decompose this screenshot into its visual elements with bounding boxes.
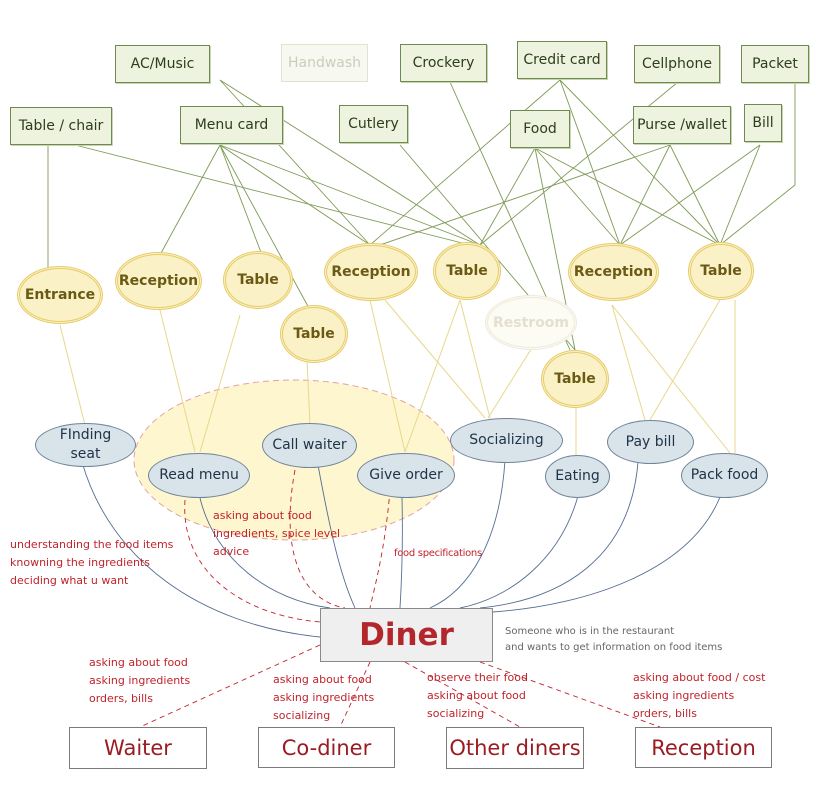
note-line: socializing [427, 707, 485, 720]
place-reception-3: Reception [568, 243, 659, 301]
note-line: orders, bills [89, 692, 153, 705]
note-food-specifications: food specifications [394, 548, 482, 559]
person-waiter: Waiter [69, 727, 207, 769]
activity-read-menu: Read menu [148, 453, 250, 498]
activity-give-order: Give order [357, 453, 455, 498]
object-menu-card: Menu card [180, 106, 283, 144]
note-line: asking ingredients [89, 674, 191, 687]
note-line: asking ingredients [633, 689, 735, 702]
note-line: observe their food [427, 671, 528, 684]
activity-socializing: Socializing [450, 418, 563, 463]
note-understanding: understanding the food items knowning th… [10, 536, 173, 590]
interaction-links [139, 469, 661, 728]
note-menu-questions: asking about food ingredients, spice lev… [213, 507, 340, 561]
object-handwash: Handwash [281, 44, 368, 82]
note-line: asking about food / cost [633, 671, 766, 684]
object-food: Food [510, 110, 570, 148]
activity-pack-food: Pack food [681, 453, 768, 498]
note-line: deciding what u want [10, 574, 129, 587]
object-purse-wallet: Purse /wallet [633, 106, 731, 144]
object-crockery: Crockery [400, 44, 487, 82]
note-other-diners: observe their food asking about food soc… [427, 669, 528, 723]
object-bill: Bill [744, 104, 782, 142]
place-entrance: Entrance [17, 266, 103, 324]
object-place-links [47, 79, 796, 351]
object-cutlery: Cutlery [339, 105, 408, 143]
note-reception: asking about food / cost asking ingredie… [633, 669, 765, 723]
object-credit-card: Credit card [517, 41, 607, 79]
diner-box: Diner [320, 608, 493, 662]
place-activity-links [59, 299, 736, 455]
note-line: advice [213, 545, 250, 558]
object-ac-music: AC/Music [115, 45, 210, 83]
activity-eating: Eating [545, 455, 610, 498]
person-other-diners: Other diners [446, 727, 584, 769]
place-table-1: Table [223, 251, 293, 309]
note-line: ingredients, spice level [213, 527, 341, 540]
note-co-diner: asking about food asking ingredients soc… [273, 671, 374, 725]
place-reception-2: Reception [324, 243, 418, 301]
person-reception: Reception [635, 727, 772, 768]
note-line: orders, bills [633, 707, 697, 720]
place-table-5: Table [541, 350, 609, 408]
diner-description-line: Someone who is in the restaurant [505, 626, 675, 637]
note-line: asking ingredients [273, 691, 375, 704]
note-line: socializing [273, 709, 331, 722]
object-packet: Packet [741, 45, 809, 83]
note-waiter: asking about food asking ingredients ord… [89, 654, 190, 708]
place-reception-1: Reception [115, 252, 202, 310]
object-table-chair: Table / chair [10, 107, 112, 145]
note-line: asking about food [213, 509, 312, 522]
note-line: asking about food [427, 689, 526, 702]
note-line: asking about food [273, 673, 372, 686]
object-cellphone: Cellphone [634, 45, 720, 83]
person-co-diner: Co-diner [258, 727, 395, 768]
activity-pay-bill: Pay bill [607, 420, 694, 464]
activity-diner-links [81, 459, 721, 638]
place-table-2: Table [433, 242, 501, 300]
note-line: asking about food [89, 656, 188, 669]
diner-description-line: and wants to get information on food ite… [505, 642, 723, 653]
activity-finding-seat: FInding seat [35, 423, 136, 467]
place-table-4: Table [280, 305, 348, 363]
note-line: understanding the food items [10, 538, 174, 551]
note-line: knowning the ingredients [10, 556, 150, 569]
place-restroom: Restroom [485, 295, 577, 350]
place-table-3: Table [688, 242, 754, 300]
diner-description: Someone who is in the restaurant and wan… [505, 624, 722, 656]
activity-call-waiter: Call waiter [262, 423, 357, 468]
